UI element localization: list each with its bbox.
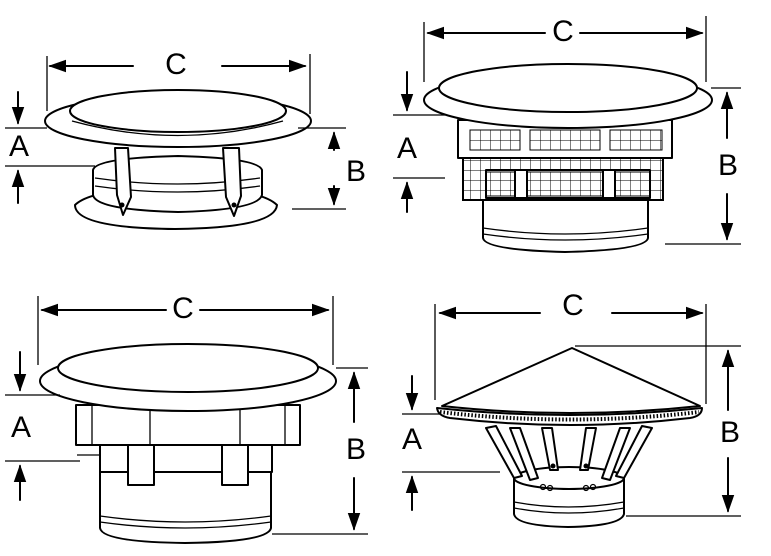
cap-3-dimensions: C A B <box>5 292 368 535</box>
cap-3-dim-a-label: A <box>11 411 31 444</box>
cap-3-dim-b-label: B <box>346 433 366 466</box>
cap-4-drawing <box>436 347 703 528</box>
cap-2-dim-b-label: B <box>718 149 738 182</box>
cap-3-dim-c-label: C <box>172 292 194 325</box>
cap-3-drawing <box>39 343 337 544</box>
cap-1-dimensions: C A B <box>5 48 366 210</box>
cap-4-dim-a-label: A <box>402 423 422 456</box>
cap-1-dim-a-label: A <box>9 130 29 163</box>
cap-1-drawing <box>44 89 312 230</box>
cap-2-dimensions: C A B <box>393 15 741 245</box>
cap-2-dim-c-label: C <box>552 15 574 48</box>
cap-4-dim-c-label: C <box>562 289 584 322</box>
cap-4-dimensions: C A B <box>402 289 741 517</box>
cap-2-dim-a-label: A <box>397 132 417 165</box>
cap-1-dim-c-label: C <box>165 48 187 81</box>
cap-4-dim-b-label: B <box>720 416 740 449</box>
cap-1-dim-b-label: B <box>346 155 366 188</box>
cap-2-drawing <box>423 63 713 253</box>
